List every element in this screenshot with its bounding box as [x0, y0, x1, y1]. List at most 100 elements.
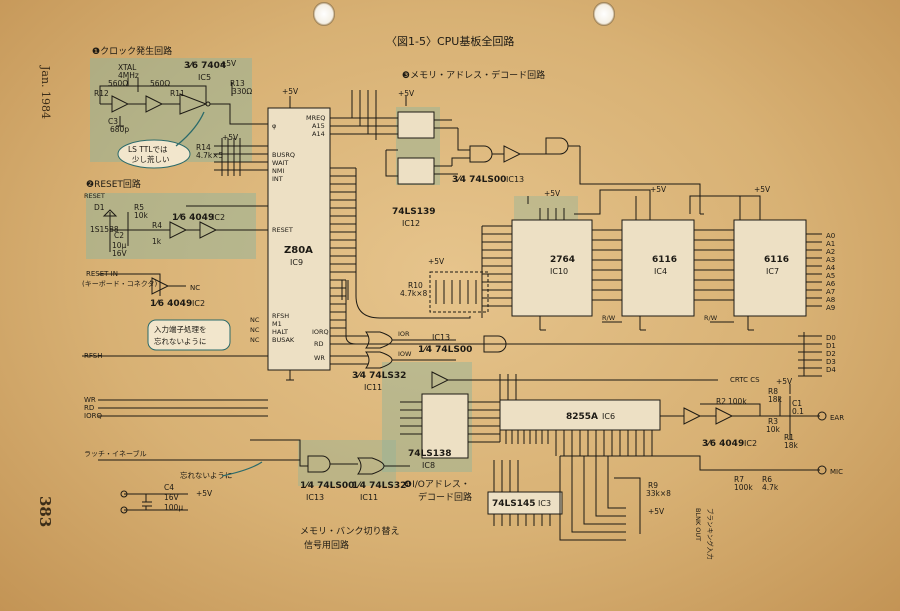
ic13-inverter [431, 371, 450, 389]
ic13a-ref: IC13 [506, 175, 524, 184]
ic13-gate-a [469, 145, 493, 163]
page-number: 383 [36, 496, 54, 527]
reset-buffer-2 [199, 221, 218, 239]
clock-inverter-1 [111, 95, 130, 113]
crtc-cs: CRTC CS [730, 376, 760, 384]
ic11-bank-gate [357, 457, 385, 475]
ic8-ref: IC8 [422, 461, 435, 470]
or-gate-2 [365, 351, 393, 369]
r11-label: R11 [170, 89, 185, 98]
r7-value: 100k [734, 483, 753, 492]
ic13b-name: 1⁄4 74LS00 [300, 481, 354, 491]
ic13-bank-gate [307, 455, 331, 473]
c4-value-2: 100μ [164, 503, 183, 512]
ic10-body [511, 219, 593, 317]
ic4-body [621, 219, 695, 317]
section-io-decode-1: ❹I/Oアドレス・ [404, 480, 470, 490]
reset-in: RESET IN [86, 270, 118, 278]
left-rfsh: RFSH [84, 352, 102, 360]
rw-ic4: R/W [602, 314, 616, 322]
r14-label: R14 [196, 143, 211, 152]
z80-ref: IC9 [290, 258, 303, 267]
vcc-ic12: +5V [398, 89, 415, 98]
r1-label: R1 [784, 433, 794, 442]
section-io-decode-2: デコード回路 [418, 491, 472, 503]
bus-ior: IOR [398, 330, 410, 338]
reset-highlight [86, 193, 256, 259]
vcc-c4: +5V [196, 489, 213, 498]
ic13c-name: 1⁄4 74LS00 [418, 345, 472, 355]
right-d1: D1 [826, 342, 836, 350]
right-a5: A5 [826, 272, 835, 280]
right-a6: A6 [826, 280, 836, 288]
z80-nc-2: NC [250, 326, 260, 334]
d1-type: 1S1588 [90, 225, 119, 234]
section-bank-1: メモリ・バンク切り替え [300, 525, 399, 537]
ic13a-name: 3⁄4 74LS00 [452, 175, 506, 185]
vcc-r9: +5V [648, 507, 665, 516]
z80-a15: A15 [312, 122, 325, 130]
dont-forget-note: 忘れないように [180, 470, 232, 480]
dont-forget-arrow [221, 461, 263, 477]
c1-label: C1 [792, 399, 802, 408]
z80-nc-1: NC [250, 316, 260, 324]
ic10-name: 2764 [550, 255, 575, 265]
vcc-r14: +5V [222, 133, 239, 142]
r9-value: 33k×8 [646, 489, 671, 498]
r1-value: 18k [784, 441, 799, 450]
ic3-ref: IC3 [538, 499, 551, 508]
z80-busrq: BUSRQ [272, 151, 295, 159]
right-a4: A4 [826, 264, 836, 272]
ear-buffer-1 [683, 407, 702, 425]
c2-label: C2 [114, 231, 124, 240]
r13-value: 330Ω [232, 87, 252, 96]
r2-label: R2 [716, 397, 726, 406]
spare-inverter [151, 277, 170, 295]
ic6-body [499, 399, 661, 431]
z80-iorq: IORQ [312, 328, 329, 336]
ic4-ref: IC4 [654, 267, 667, 276]
c3-label: C3 [108, 117, 118, 126]
r8-label: R8 [768, 387, 778, 396]
c2-value-1: 10μ [112, 241, 127, 250]
z80-wr: WR [314, 354, 325, 362]
ic2b-ref: IC2 [192, 299, 205, 308]
z80-m1: M1 [272, 320, 282, 328]
ic3-body [487, 491, 563, 515]
r9-label: R9 [648, 481, 658, 490]
r3-value: 10k [766, 425, 781, 434]
ic8-name: 74LS138 [408, 449, 452, 459]
rom-top-highlight [514, 196, 578, 222]
ic5-ref: IC5 [198, 73, 211, 82]
ic3-name: 74LS145 [492, 499, 536, 509]
r2-value: 100k [728, 397, 747, 406]
z80-rd: RD [314, 340, 324, 348]
ic12-ref: IC12 [402, 219, 420, 228]
vcc-ic7: +5V [754, 185, 771, 194]
r14-value: 4.7k×5 [196, 151, 224, 160]
r6-label: R6 [762, 475, 772, 484]
ic7-body [733, 219, 807, 317]
ic13-gate-c [545, 137, 569, 155]
punch-hole-right [593, 2, 615, 26]
blanking-in: ブランキング入力 [706, 508, 715, 560]
side-date: Jan. 1984 [39, 65, 52, 119]
right-d0: D0 [826, 334, 836, 342]
vcc-z80: +5V [282, 87, 299, 96]
figure-title: 〈図1-5〉CPU基板全回路 [386, 34, 514, 48]
left-rd: RD [84, 404, 94, 412]
d1-label: D1 [94, 203, 105, 212]
left-iorq: IORQ [84, 412, 102, 420]
z80-body [267, 107, 331, 371]
z80-name: Z80A [284, 245, 313, 256]
z80-halt: HALT [272, 328, 288, 336]
latch-enable: ラッチ・イネーブル [84, 449, 147, 458]
section-reset: ❷RESET回路 [86, 178, 141, 190]
c2-value-2: 16V [112, 249, 128, 258]
ic11a-ref: IC11 [364, 383, 382, 392]
reset-in-sub: (キーボード・コネクタ) [82, 279, 157, 288]
vcc-r10: +5V [428, 257, 445, 266]
z80-int: INT [272, 175, 283, 183]
